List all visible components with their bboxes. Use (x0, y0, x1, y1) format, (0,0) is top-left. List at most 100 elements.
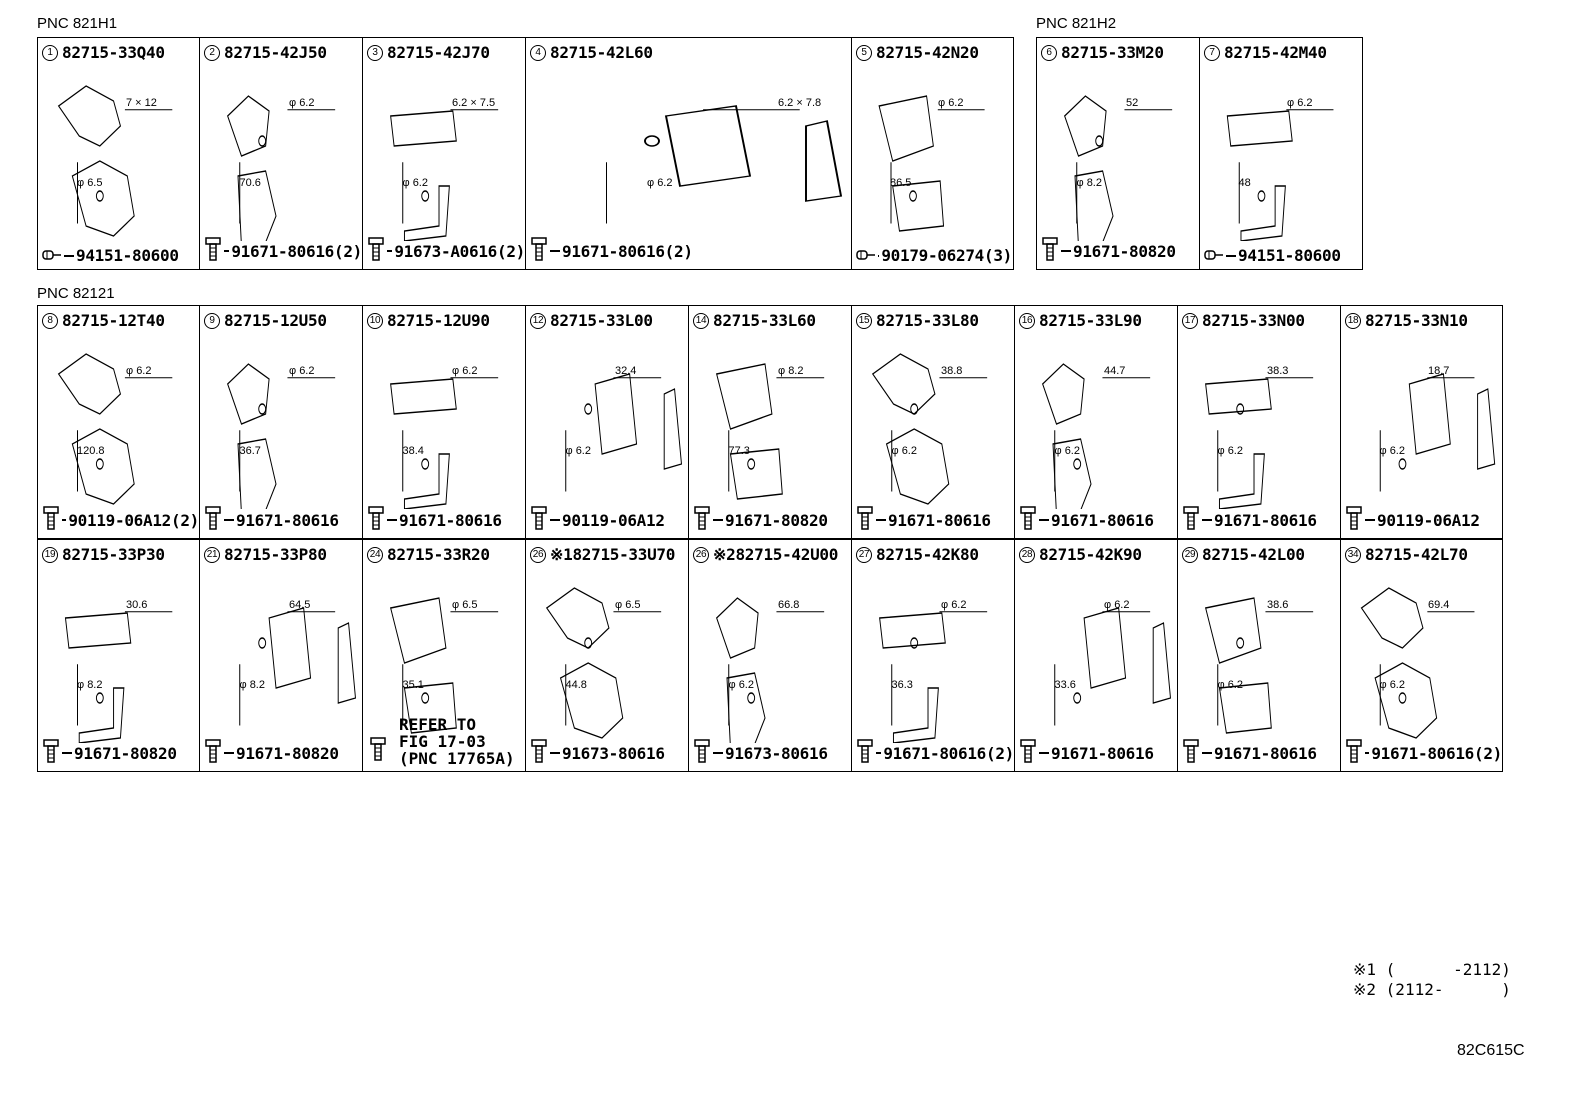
bolt-icon (204, 237, 222, 265)
fastener-number[interactable]: 91673-80616 (562, 743, 665, 763)
bolt-icon (856, 739, 874, 767)
part-number[interactable]: 82715-33P80 (224, 545, 327, 564)
part-number[interactable]: 82715-33N10 (1365, 311, 1468, 330)
part-number[interactable]: 82715-42K80 (876, 545, 979, 564)
fastener-number[interactable]: 91671-80616 (1051, 743, 1154, 763)
fastener-number[interactable]: 90119-06A12 (562, 510, 665, 530)
fastener-number[interactable]: 91671-80820 (725, 510, 828, 530)
bolt-icon (693, 506, 711, 534)
bolt-icon (1019, 506, 1037, 534)
part-number[interactable]: 82715-42N20 (876, 43, 979, 62)
fastener: 91671-80616(2) (204, 237, 362, 265)
callout-number: 2 (204, 44, 220, 61)
fastener: 91671-80616 (1019, 506, 1177, 534)
svg-text:φ 6.2: φ 6.2 (1218, 679, 1243, 691)
part-number[interactable]: 82715-42J50 (224, 43, 327, 62)
fastener-number[interactable]: 91671-80616(2) (883, 743, 1014, 763)
fastener: 91671-80820 (1041, 237, 1199, 265)
bolt-icon (693, 739, 711, 767)
fastener-number[interactable]: 91671-80820 (1073, 241, 1176, 261)
fastener-number[interactable]: 90119-06A12 (1377, 510, 1480, 530)
fastener-number[interactable]: 94151-80600 (1238, 246, 1341, 265)
part-number[interactable]: 82715-42L60 (550, 43, 653, 62)
part-number[interactable]: 82715-42J70 (387, 43, 490, 62)
callout-number: 29 (1182, 546, 1198, 563)
fastener-number[interactable]: 91671-80616(2) (562, 241, 693, 261)
part-number[interactable]: 82715-33L60 (713, 311, 816, 330)
bolt-icon (530, 506, 548, 534)
fastener-number[interactable]: 90119-06A12(2) (68, 510, 199, 530)
fastener-number[interactable]: 91671-80820 (236, 743, 339, 763)
leader-line (224, 752, 234, 754)
svg-text:φ 6.2: φ 6.2 (566, 445, 591, 457)
fastener-number[interactable]: 91673-A0616(2) (394, 241, 525, 261)
part-number[interactable]: 82715-33N00 (1202, 311, 1305, 330)
part-number[interactable]: 82715-12U90 (387, 311, 490, 330)
callout-number: 26 (530, 546, 546, 563)
fastener: 91671-80616 (1182, 506, 1340, 534)
callout-number: 19 (42, 546, 58, 563)
fastener-number[interactable]: 91671-80616 (399, 510, 502, 530)
fastener-number[interactable]: 91671-80616 (236, 510, 339, 530)
part-number[interactable]: 82715-33L80 (876, 311, 979, 330)
part-number[interactable]: 82715-42M40 (1224, 43, 1327, 62)
fastener-number[interactable]: 90179-06274(3) (881, 246, 1012, 265)
refer-line: REFER TO (399, 715, 477, 734)
part-number[interactable]: ※182715-33U70 (550, 545, 676, 564)
svg-text:φ 6.2: φ 6.2 (126, 365, 151, 377)
part-number[interactable]: 82715-12T40 (62, 311, 165, 330)
part-header: 26※182715-33U70 (530, 545, 686, 564)
part-number[interactable]: 82715-33R20 (387, 545, 490, 564)
fastener-number[interactable]: 91671-80616 (1051, 510, 1154, 530)
part-number[interactable]: 82715-33P30 (62, 545, 165, 564)
refer-line: (PNC 17765A) (399, 749, 515, 768)
fastener-number[interactable]: 91673-80616 (725, 743, 828, 763)
leader-line (62, 752, 72, 754)
fastener-number[interactable]: 94151-80600 (76, 246, 179, 265)
fastener-number[interactable]: 91671-80616(2) (231, 241, 362, 261)
fastener-number[interactable]: 91671-80616 (888, 510, 991, 530)
fastener-number[interactable]: 91671-80616(2) (1371, 743, 1502, 763)
part-number[interactable]: 82715-33L00 (550, 311, 653, 330)
fastener: 91673-80616 (693, 739, 851, 767)
svg-text:φ 6.5: φ 6.5 (77, 177, 102, 189)
part-number[interactable]: 82715-42K90 (1039, 545, 1142, 564)
bolt-icon (530, 237, 548, 265)
callout-number: 14 (693, 312, 709, 329)
part-number[interactable]: 82715-42L00 (1202, 545, 1305, 564)
part-number[interactable]: 82715-33L90 (1039, 311, 1142, 330)
svg-text:52: 52 (1126, 97, 1138, 109)
leader-line (1039, 752, 1049, 754)
part-number[interactable]: 82715-33Q40 (62, 43, 165, 62)
svg-text:φ 6.5: φ 6.5 (452, 599, 477, 611)
part-number[interactable]: 82715-42L70 (1365, 545, 1468, 564)
leader-line (62, 519, 67, 521)
part-number[interactable]: ※282715-42U00 (713, 545, 839, 564)
callout-number: 12 (530, 312, 546, 329)
part-number[interactable]: 82715-33M20 (1061, 43, 1164, 62)
clip-icon (856, 246, 876, 265)
fastener: 91671-80616(2) (856, 739, 1014, 767)
fastener-number[interactable]: 91671-80820 (74, 743, 177, 763)
callout-number: 3 (367, 44, 383, 61)
fastener: 91671-80616 (1182, 739, 1340, 767)
callout-number: 18 (1345, 312, 1361, 329)
fastener-number[interactable]: 91671-80616 (1214, 743, 1317, 763)
fastener-number[interactable]: 91671-80616 (1214, 510, 1317, 530)
part-number[interactable]: 82715-12U50 (224, 311, 327, 330)
